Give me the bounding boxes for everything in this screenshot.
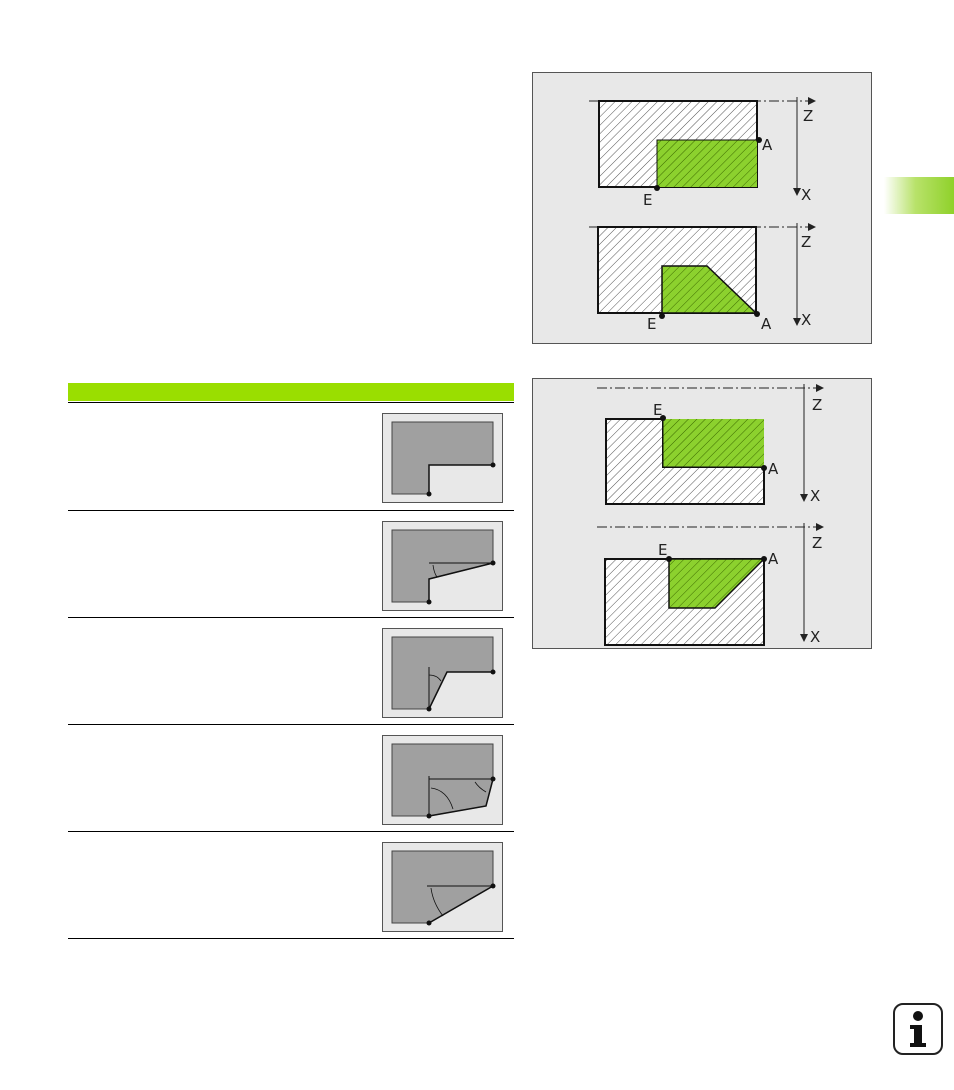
chapter-tab-marker	[884, 177, 954, 214]
contour-diagram-upper: Z X A E	[597, 384, 824, 505]
table-row	[68, 831, 514, 939]
point-e-label: E	[647, 315, 656, 333]
point-a-label: A	[762, 136, 773, 154]
point-e-label: E	[658, 541, 667, 559]
axis-z-label: Z	[803, 107, 813, 125]
contour-shape-2-icon	[382, 521, 503, 611]
axis-x-label: X	[801, 311, 811, 329]
contour-shape-1-icon	[382, 413, 503, 503]
table-row	[68, 402, 514, 510]
table-row	[68, 510, 514, 617]
axis-z-label: Z	[812, 534, 822, 552]
figure-top-diagram: Z X A E Z X A E	[589, 97, 816, 333]
axis-z-label: Z	[801, 233, 811, 251]
axis-x-label: X	[801, 186, 811, 204]
contour-shape-4-icon	[382, 735, 503, 825]
table-row	[68, 617, 514, 724]
point-e-label: E	[653, 401, 662, 419]
point-a-label: A	[761, 315, 772, 333]
figure-top: Z X A E Z X A E	[532, 72, 872, 344]
table-row	[68, 724, 514, 831]
axis-x-label: X	[810, 487, 820, 505]
table-header	[68, 383, 514, 401]
point-a-label: A	[768, 460, 779, 478]
point-e-label: E	[643, 191, 652, 209]
contour-diagram-upper: Z X A E	[589, 97, 816, 209]
figure-bottom: Z X A E Z X A E	[532, 378, 872, 649]
contour-diagram-lower: Z X A E	[589, 223, 816, 333]
info-icon	[893, 1003, 943, 1055]
axis-z-label: Z	[812, 396, 822, 414]
point-a-label: A	[768, 550, 779, 568]
figure-bottom-diagram: Z X A E Z X A E	[597, 384, 824, 646]
contour-shape-5-icon	[382, 842, 503, 932]
axis-x-label: X	[810, 628, 820, 646]
contour-shape-3-icon	[382, 628, 503, 718]
contour-diagram-lower: Z X A E	[597, 523, 824, 646]
